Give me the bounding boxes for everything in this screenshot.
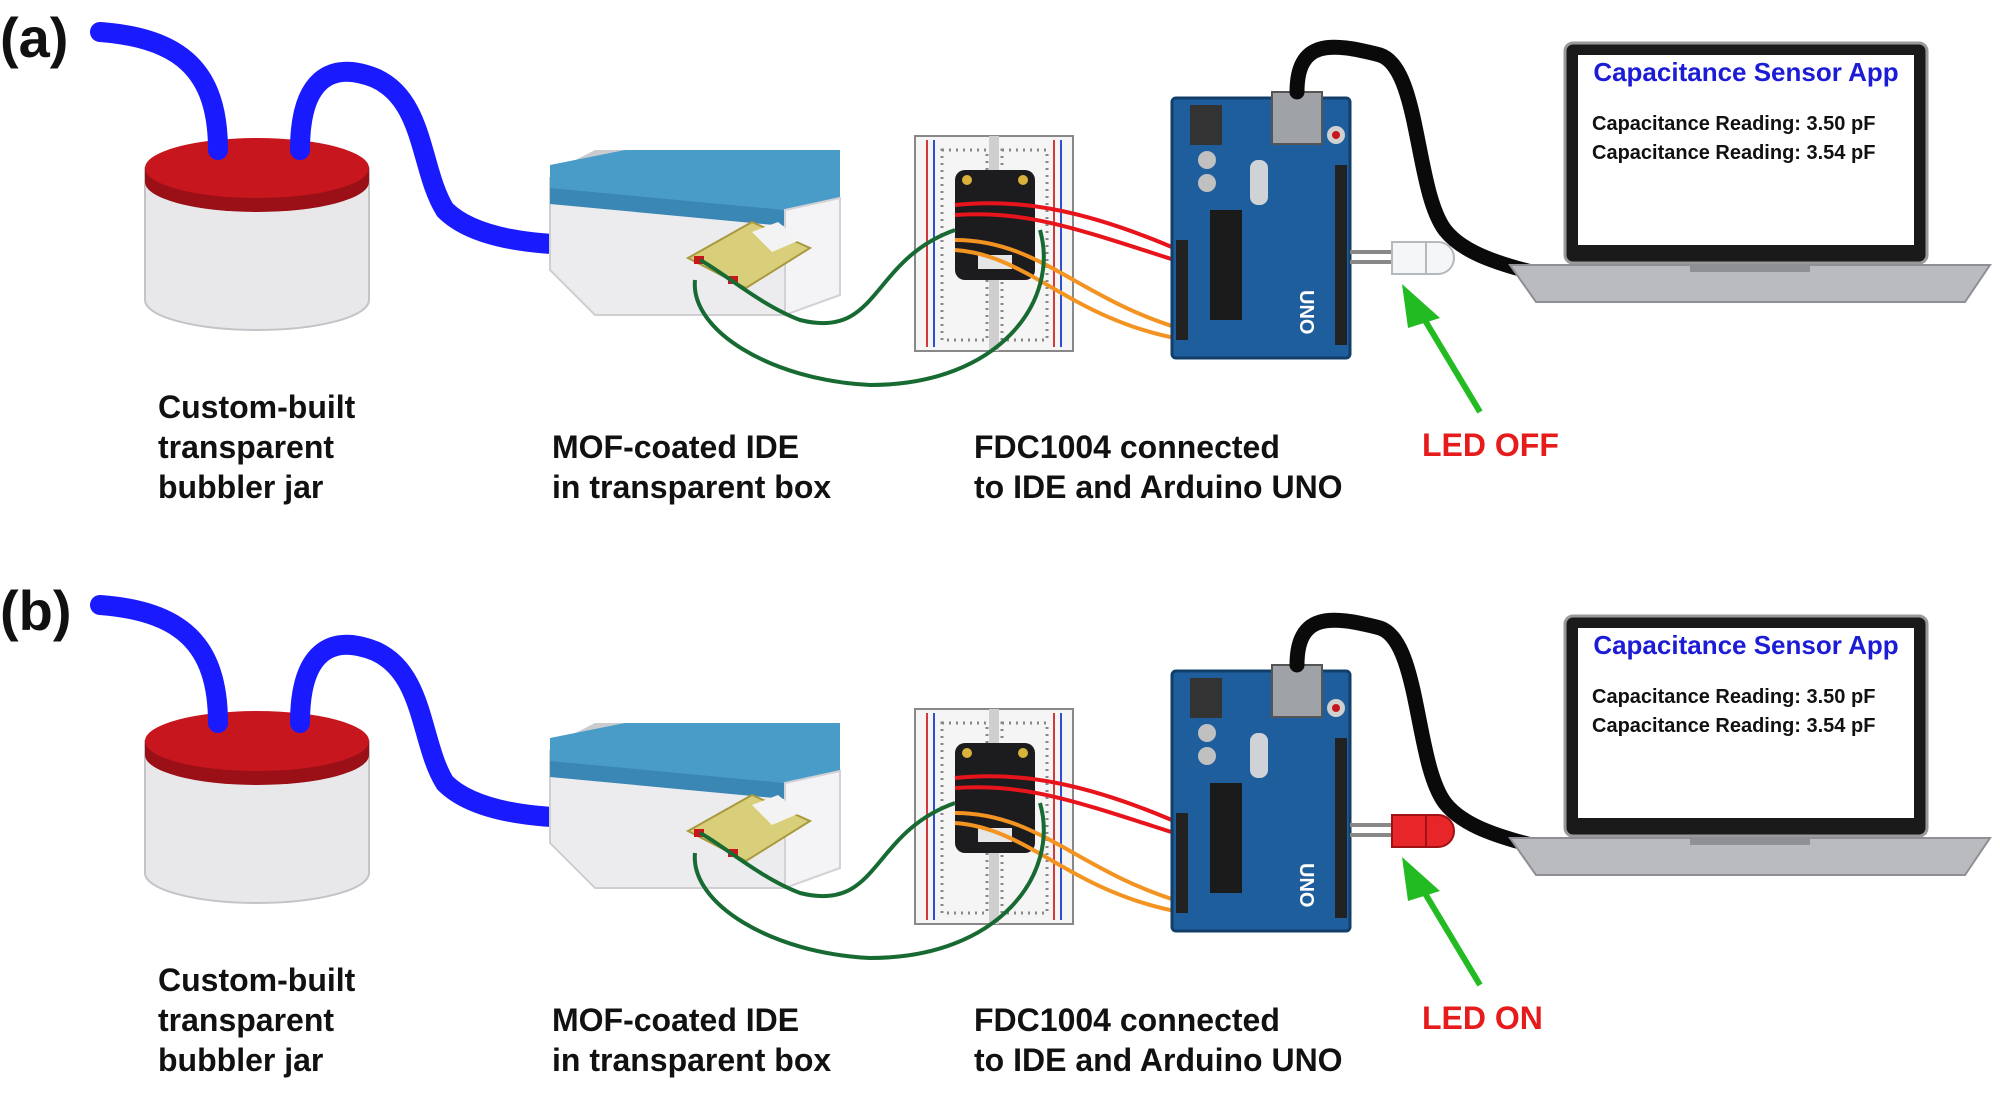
app-title: Capacitance Sensor App xyxy=(1593,57,1899,87)
app-screen: Capacitance Sensor App Capacitance Readi… xyxy=(1578,628,1914,818)
jar-label-line: transparent xyxy=(158,1002,335,1038)
box-label: MOF-coated IDE in transparent box xyxy=(552,427,831,507)
transparent-box xyxy=(549,150,841,317)
transparent-box xyxy=(549,723,841,890)
box-label-line: MOF-coated IDE xyxy=(552,1002,800,1038)
jar-label: Custom-built transparent bubbler jar xyxy=(158,960,355,1080)
svg-text:UNO: UNO xyxy=(1295,290,1317,334)
box-label-line: in transparent box xyxy=(552,469,832,505)
capacitance-reading: Capacitance Reading: 3.54 pF xyxy=(1592,715,1876,737)
blue-tubes xyxy=(90,22,595,255)
led xyxy=(1350,241,1455,275)
panel-tag: (a) xyxy=(0,6,69,69)
jar-label-line: Custom-built xyxy=(158,962,356,998)
panel-tag: (b) xyxy=(0,579,72,642)
box-label-line: MOF-coated IDE xyxy=(552,429,800,465)
board-label-line: FDC1004 connected xyxy=(974,429,1280,465)
jar-label-line: bubbler jar xyxy=(158,1042,324,1078)
panel-a: UNO (a) Custom-built transparent bubbler… xyxy=(0,0,2000,539)
blue-tubes xyxy=(90,595,595,828)
board-label-line: to IDE and Arduino UNO xyxy=(974,469,1343,505)
arrow-to-led xyxy=(1402,284,1483,414)
arduino-uno: UNO xyxy=(1170,664,1352,933)
capacitance-reading: Capacitance Reading: 3.50 pF xyxy=(1592,686,1876,708)
svg-text:UNO: UNO xyxy=(1295,863,1317,907)
jumper-wires xyxy=(692,774,1191,961)
app-screen: Capacitance Sensor App Capacitance Readi… xyxy=(1578,55,1914,245)
board-label: FDC1004 connected to IDE and Arduino UNO xyxy=(974,1000,1343,1080)
jar-label-line: transparent xyxy=(158,429,335,465)
jar-label-line: Custom-built xyxy=(158,389,356,425)
bubbler-jar xyxy=(144,711,370,904)
arrow-to-led xyxy=(1402,857,1483,987)
panel-b: UNO (b) Custom-built transparent bubbler… xyxy=(0,573,2000,1112)
capacitance-reading: Capacitance Reading: 3.54 pF xyxy=(1592,142,1876,164)
led xyxy=(1350,814,1455,848)
app-title: Capacitance Sensor App xyxy=(1593,630,1899,660)
jar-label-line: bubbler jar xyxy=(158,469,324,505)
usb-cable xyxy=(1289,612,1576,863)
box-label-line: in transparent box xyxy=(552,1042,832,1078)
capacitance-reading: Capacitance Reading: 3.50 pF xyxy=(1592,113,1876,135)
led-status-label: LED ON xyxy=(1422,1000,1543,1036)
arduino-uno: UNO xyxy=(1170,91,1352,360)
board-label-line: to IDE and Arduino UNO xyxy=(974,1042,1343,1078)
board-label: FDC1004 connected to IDE and Arduino UNO xyxy=(974,427,1343,507)
board-label-line: FDC1004 connected xyxy=(974,1002,1280,1038)
box-label: MOF-coated IDE in transparent box xyxy=(552,1000,831,1080)
jar-label: Custom-built transparent bubbler jar xyxy=(158,387,355,507)
led-status-label: LED OFF xyxy=(1422,427,1559,463)
usb-cable xyxy=(1289,39,1576,290)
jumper-wires xyxy=(692,201,1191,388)
bubbler-jar xyxy=(144,138,370,331)
